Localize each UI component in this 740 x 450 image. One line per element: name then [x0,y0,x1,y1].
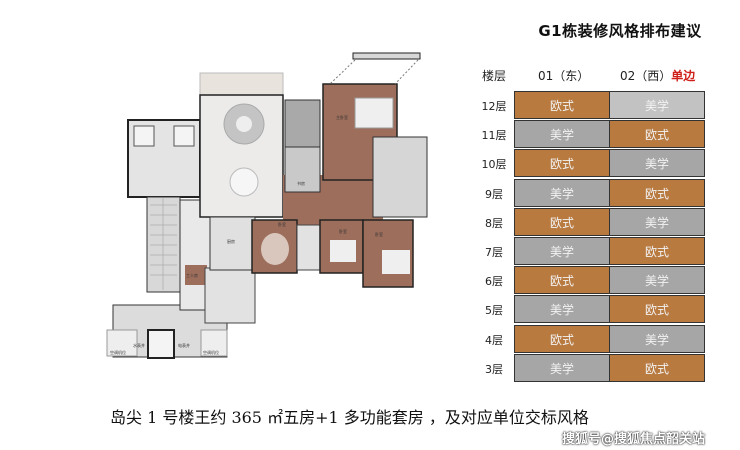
style-cell-unit-02: 欧式 [609,120,705,149]
style-cell-unit-01: 美学 [514,353,610,382]
bed [382,250,410,274]
watermark: 搜狐号@搜狐焦点韶关站 [562,432,706,447]
single-side-note: 单边 [671,69,696,83]
floor-label: 4层 [485,333,503,347]
style-cell-unit-02: 美学 [609,207,705,236]
style-cell-unit-01: 美学 [514,237,610,265]
style-cell-unit-02: 欧式 [609,353,705,382]
style-cell-unit-02: 欧式 [609,237,705,265]
style-cell-unit-02: 美学 [609,324,705,353]
style-cell-unit-02: 美学 [609,149,705,178]
ac-platform [200,329,228,357]
page-title: G1栋装修风格排布建议 [538,22,702,40]
bedroom-label: 卧室 [375,231,383,237]
floor-label: 3层 [485,362,503,376]
master-bed [354,97,394,129]
terrace [199,72,284,96]
servant-room-label: 工人房 [186,272,198,278]
kitchen [209,216,256,271]
ac-label: 空调机位 [110,349,126,355]
servant-room [185,265,207,285]
bathroom [372,136,428,218]
bedroom-label: 卧室 [278,221,286,227]
coffee-table [236,116,252,132]
bed [330,240,356,262]
style-cell-unit-02: 欧式 [609,295,705,324]
floor-label: 12层 [481,100,507,113]
master-bedroom-label: 主卧室 [336,114,348,120]
header-unit-02: 02（西）单边 [620,67,695,84]
elevator-shaft [147,329,175,359]
floor-plan: 空调机位 空调机位 水表井 电表井 工人房 厨房 书房 主卧室 卧室 卧室 卧室 [106,52,428,359]
ac-platform [106,329,138,357]
dining-table [229,167,259,197]
bathroom [296,224,321,271]
style-cell-unit-02: 欧式 [609,178,705,207]
style-cell-unit-01: 欧式 [514,266,610,295]
elevator-shaft [133,125,155,147]
service-area [179,199,211,311]
style-cell-unit-01: 美学 [514,178,610,207]
bedroom-label: 卧室 [339,228,347,234]
style-cell-unit-01: 美学 [514,295,610,324]
study [284,146,321,193]
bathtub [261,233,289,265]
elevator-shaft [173,125,195,147]
stairwell [146,196,181,293]
balcony [352,52,421,60]
style-cell-unit-02: 美学 [609,91,705,119]
header-floor: 楼层 [482,69,507,83]
floor-label: 5层 [485,304,503,318]
style-cell-unit-01: 欧式 [514,149,610,178]
style-cell-unit-01: 美学 [514,120,610,149]
power-meter-label: 电表井 [178,342,190,348]
floor-label: 6层 [485,275,503,289]
study-label: 书房 [297,180,305,186]
header-unit-01: 01（东） [538,69,590,83]
header-unit-02-label: 02（西） [620,69,672,83]
floor-label: 9层 [485,187,503,201]
tea-room [284,99,321,156]
water-meter-label: 水表井 [133,342,145,348]
kitchen-label: 厨房 [227,238,235,244]
floor-label: 8层 [485,216,503,230]
floor-label: 11层 [481,129,507,143]
floor-label: 7层 [485,246,503,259]
style-cell-unit-01: 欧式 [514,91,610,119]
floor-label: 10层 [481,158,507,172]
corridor [204,267,256,324]
style-cell-unit-01: 欧式 [514,324,610,353]
caption: 岛尖 1 号楼王约 365 ㎡五房+1 多功能套房 ，及对应单位交标风格 [110,408,589,427]
style-cell-unit-01: 欧式 [514,207,610,236]
ac-label: 空调机位 [203,349,219,355]
style-cell-unit-02: 美学 [609,266,705,295]
